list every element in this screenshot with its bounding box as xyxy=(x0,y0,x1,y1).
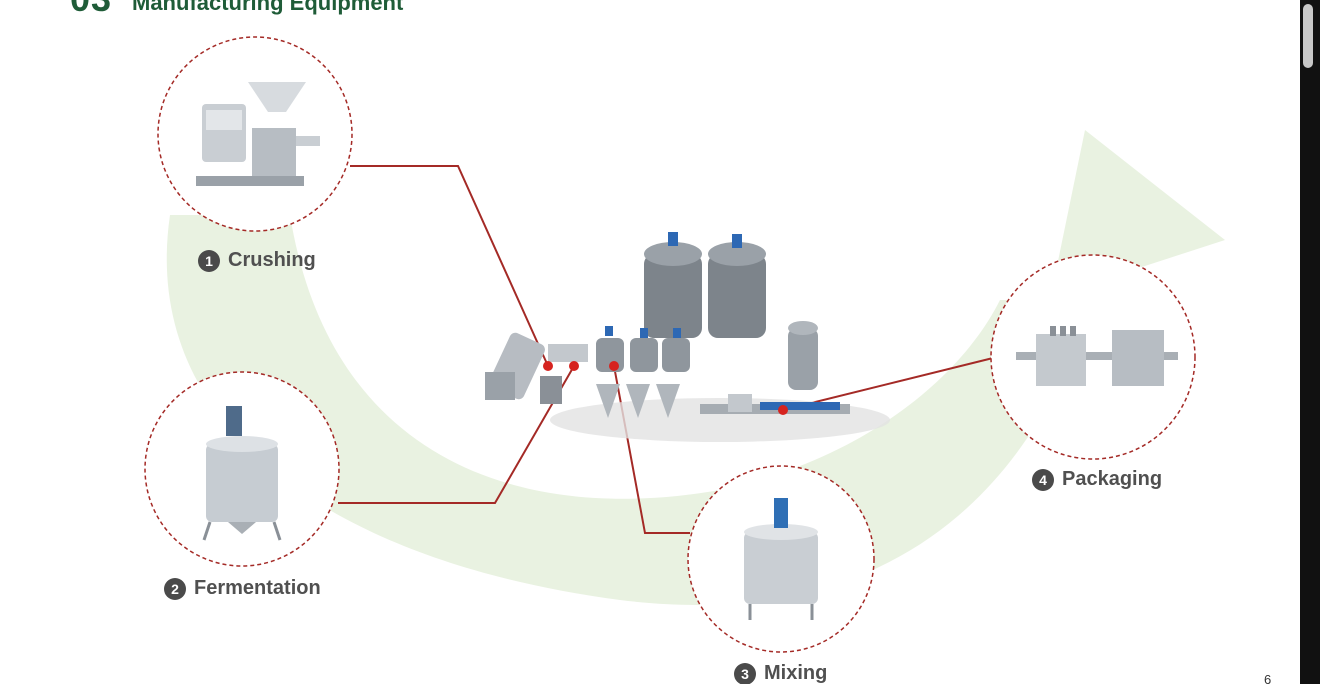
step-name: Packaging xyxy=(1062,468,1163,490)
mixing-tank-image xyxy=(744,498,818,620)
sterilization-tank xyxy=(788,321,818,390)
storage-silo-1 xyxy=(644,232,702,338)
step-name: Fermentation xyxy=(194,577,321,599)
scrollbar-thumb[interactable] xyxy=(1303,4,1313,68)
mixing-equipment-circle xyxy=(687,465,875,653)
storage-silo-2 xyxy=(708,234,766,338)
step-name: Mixing xyxy=(764,662,828,684)
fermentation-tank-image xyxy=(202,406,282,541)
step-number-badge: 1 xyxy=(198,249,220,272)
colloid-mill-image xyxy=(196,82,320,186)
page-number: 6 xyxy=(1264,672,1272,684)
step-number-badge: 3 xyxy=(734,662,756,684)
step-crushing-label: 1 Crushing xyxy=(198,249,316,272)
station-markers xyxy=(543,361,788,415)
connector-lines xyxy=(338,165,994,534)
tanker-truck xyxy=(485,332,545,400)
connector-crushing xyxy=(350,165,549,367)
filling-conveyor xyxy=(700,394,850,414)
production-line-illustration xyxy=(485,232,890,442)
section-title: Manufacturing Equipment xyxy=(132,0,404,15)
crushing-equipment-circle xyxy=(157,36,353,232)
packaging-equipment-circle xyxy=(990,254,1196,460)
process-tanks xyxy=(540,326,690,418)
step-number-badge: 4 xyxy=(1032,468,1054,491)
filling-machine-image xyxy=(1016,326,1178,386)
scrollbar-track[interactable] xyxy=(1300,0,1320,684)
fermentation-equipment-circle xyxy=(144,371,340,567)
process-flow-arrow xyxy=(166,130,1225,605)
step-name: Crushing xyxy=(228,249,316,271)
step-number-badge: 2 xyxy=(164,577,186,600)
step-packaging-label: 4 Packaging xyxy=(1032,468,1162,491)
connector-fermentation xyxy=(338,365,575,504)
section-number: 03 xyxy=(70,0,112,20)
step-fermentation-label: 2 Fermentation xyxy=(164,577,321,600)
connector-packaging xyxy=(782,357,994,411)
step-mixing-label: 3 Mixing xyxy=(734,662,827,684)
